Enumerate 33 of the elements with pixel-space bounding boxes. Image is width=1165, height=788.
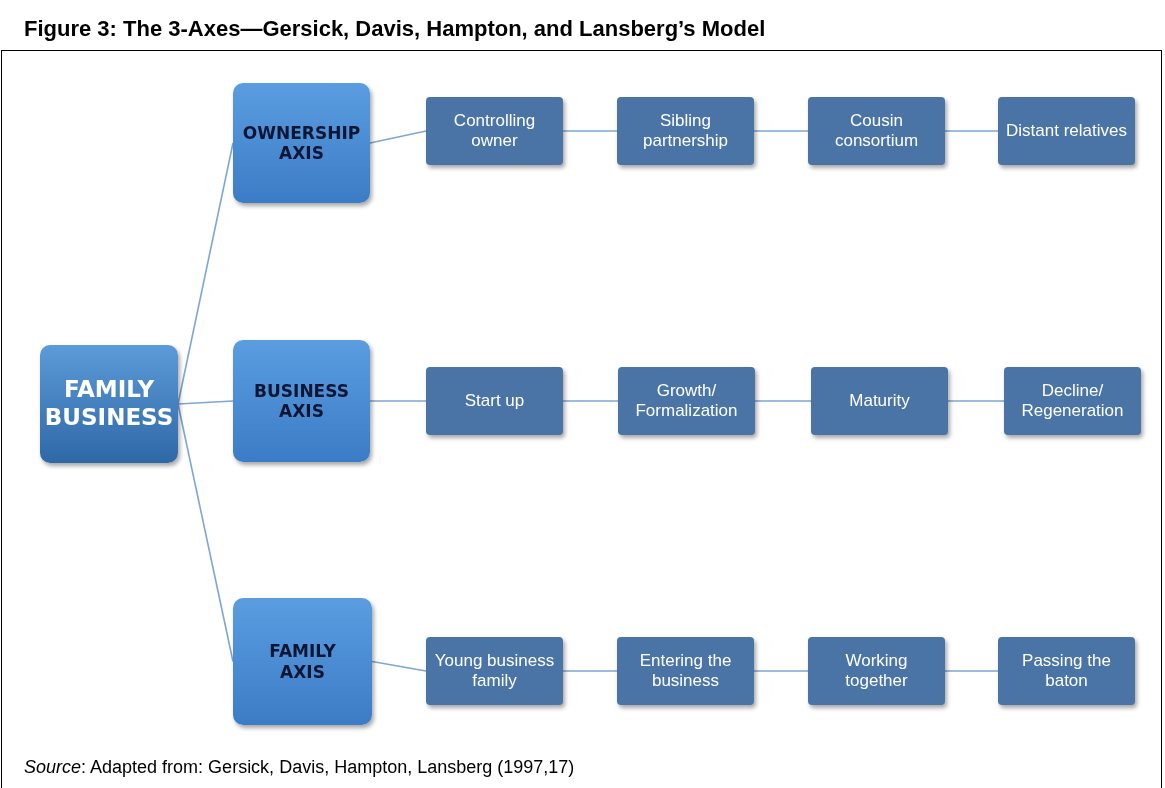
stage-box: Start up [426,367,563,435]
connector-line [177,403,234,663]
connector-line [562,670,618,672]
connector-line [754,400,812,402]
stage-box: Maturity [811,367,948,435]
stage-box: Young business family [426,637,563,705]
stage-box: Distant relatives [998,97,1135,165]
figure-title: Figure 3: The 3-Axes—Gersick, Davis, Hampton, and Lansberg’s Model [24,16,766,42]
connector-line [371,660,427,672]
axis-box: OWNERSHIP AXIS [233,83,370,203]
stage-box: Decline/ Regeneration [1004,367,1141,435]
stage-box: Growth/ Formalization [618,367,755,435]
source-caption: Source: Adapted from: Gersick, Davis, Hampton, Lansberg (1997,17) [24,757,575,778]
connector-line [369,400,427,402]
stage-box: Entering the business [617,637,754,705]
stage-box: Sibling partnership [617,97,754,165]
connector-line [562,130,618,132]
connector-line [753,670,809,672]
stage-box: Controlling owner [426,97,563,165]
stage-box: Working together [808,637,945,705]
stage-box: Cousin consortium [808,97,945,165]
axis-box: FAMILY AXIS [233,598,372,725]
connector-line [944,670,999,672]
stage-box: Passing the baton [998,637,1135,705]
connector-line [753,130,809,132]
axis-box: BUSINESS AXIS [233,340,370,462]
connector-line [177,142,234,405]
connector-line [944,130,999,132]
connector-line [562,400,619,402]
root-box: FAMILY BUSINESS [40,345,178,463]
connector-line [369,130,427,144]
connector-line [947,400,1005,402]
connector-line [177,400,234,405]
